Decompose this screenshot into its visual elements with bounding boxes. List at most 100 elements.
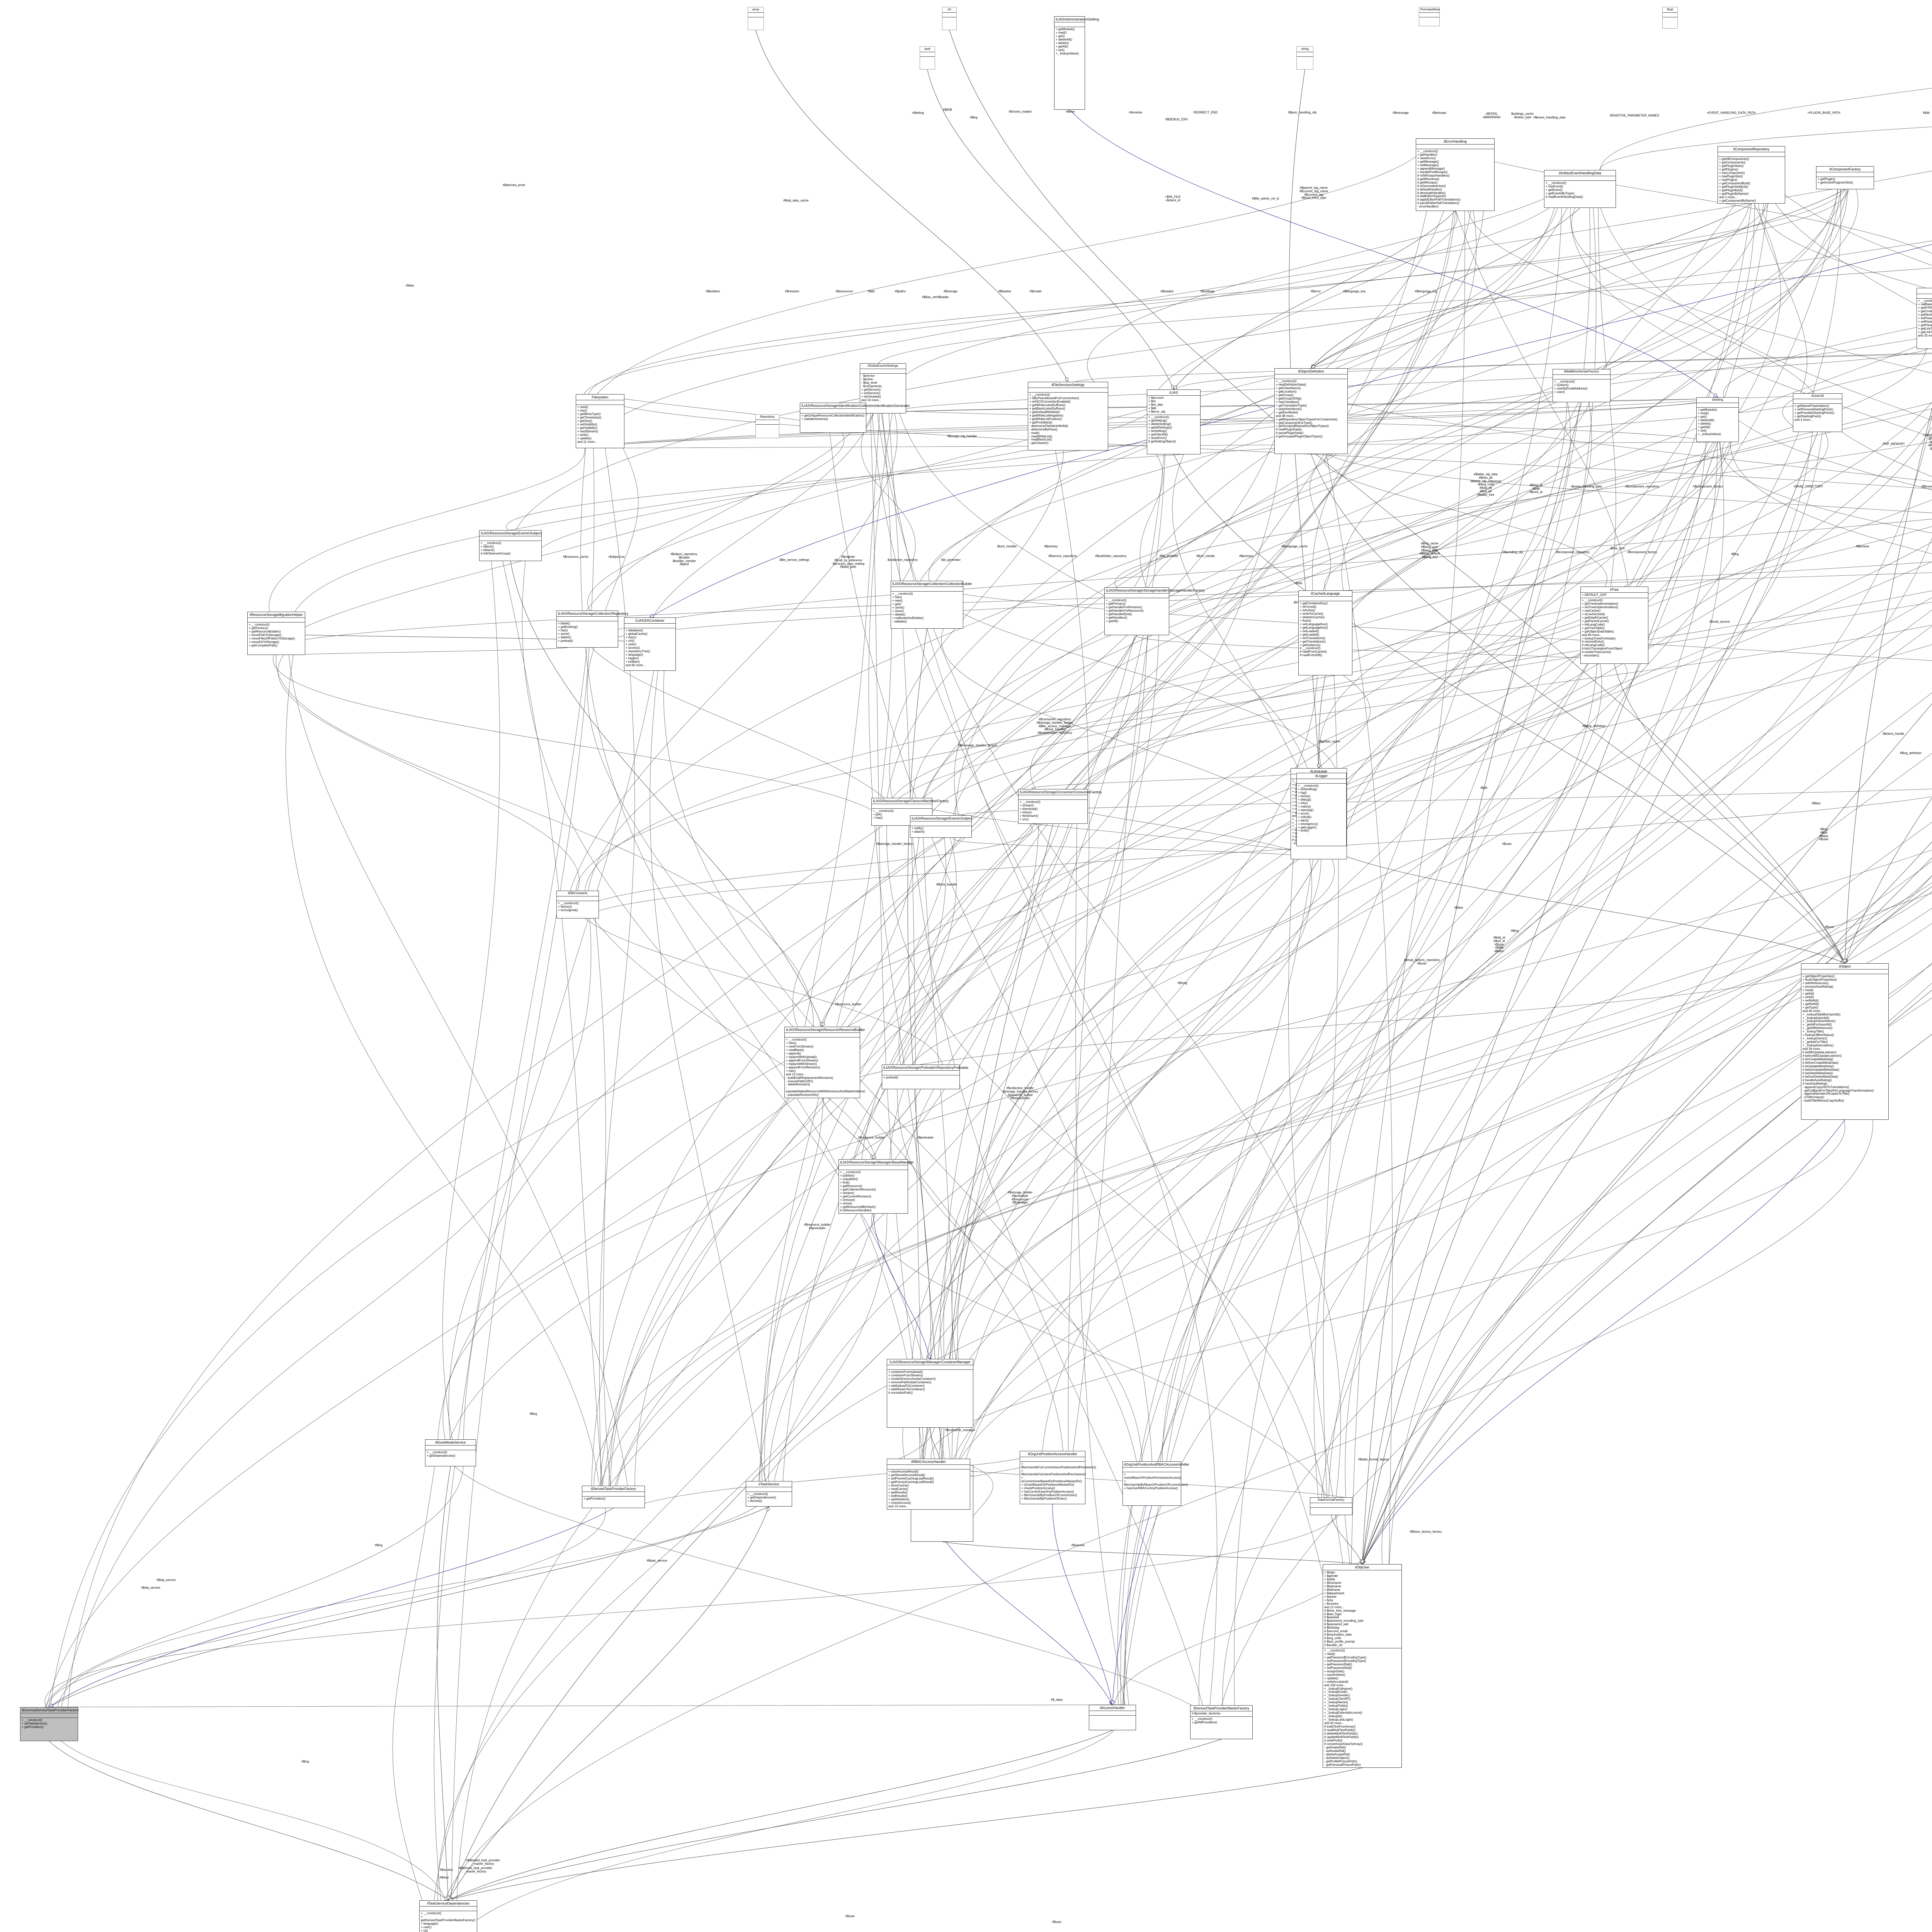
uml-edge: [902, 537, 1932, 1459]
uml-edge: [861, 413, 916, 581]
class-node[interactable]: array: [748, 7, 764, 30]
class-node[interactable]: ilComponentRepository+ getAllComponents(…: [1718, 146, 1785, 204]
class-node[interactable]: ilUserUtil+ getNamePresentation() + setP…: [1793, 393, 1842, 432]
class-node-attributes: [891, 587, 963, 592]
class-node[interactable]: string: [1296, 46, 1313, 70]
class-node-operations: + __construct() + system() + userByEmail…: [1554, 379, 1588, 394]
class-node[interactable]: PurchaseNow: [1419, 7, 1440, 26]
class-node[interactable]: DateFormatFactory: [1310, 1497, 1352, 1515]
edge-label: #$language_key: [1343, 289, 1366, 293]
uml-edge: [448, 859, 1319, 1901]
class-node[interactable]: ilMailMimeSenderFactory+ __construct() +…: [1553, 369, 1611, 402]
class-node[interactable]: ilErrorHandling+ __construct() + getHand…: [1416, 138, 1495, 211]
edge-label: #$lock_handler: [936, 883, 957, 886]
class-node[interactable]: ILIAS\DI\Container+ database() + globalC…: [624, 617, 676, 671]
class-node[interactable]: Filesystem+ read() + has() + getMimeType…: [576, 394, 624, 448]
uml-edge: [940, 146, 1755, 1359]
edge-label: #$resources: [835, 289, 853, 293]
class-node[interactable]: ilDerivedTaskProviderMasterFactory# $pro…: [1190, 1705, 1253, 1739]
uml-edge: [1362, 1119, 1845, 1564]
class-node[interactable]: float: [1662, 7, 1678, 29]
class-node[interactable]: ilComponentFactory+ getPlugin() + getAct…: [1816, 166, 1874, 189]
class-node[interactable]: ILIAS+ $account + $ini + $ini_ilias + $d…: [1147, 389, 1201, 454]
class-node[interactable]: ilOrgUnitPositionAccessHandler+ filterUs…: [1020, 1451, 1096, 1504]
class-node[interactable]: ILIAS\ResourceStorage\Consumer\ConsumerF…: [1018, 789, 1102, 824]
class-node-title: ilResourceStorageMigrationHelper: [248, 612, 305, 618]
uml-edge: [1160, 663, 1597, 1462]
uml-edge: [1162, 626, 1932, 1462]
uml-edge: [912, 369, 1595, 826]
class-node-operations: [1419, 17, 1439, 19]
edge-label: #$charts_loaded: [1009, 110, 1032, 114]
class-node-attributes: [756, 420, 779, 425]
class-node[interactable]: ILIAS\ResourceStorage\Events\Subject+ no…: [910, 815, 972, 838]
class-node-attributes: [420, 1906, 477, 1912]
class-node-title: Repository: [756, 415, 779, 420]
uml-edge: [1321, 846, 1845, 963]
class-node-title: ILIAS\ResourceStorage\Collection\Reposit…: [557, 611, 628, 617]
edge-label: #$json_handling_obj: [1288, 111, 1316, 114]
edge-label: #$lng_cache #$lang_user #$lang_path #$la…: [1419, 542, 1440, 559]
class-node-attributes: [1697, 403, 1738, 408]
class-node[interactable]: ilGlobalCacheSettings- $service - $activ…: [860, 363, 906, 413]
uml-edge: [287, 611, 631, 1509]
edge-label: #$component_factory: [1693, 485, 1723, 488]
class-node-title: ilObjectDefinition: [1275, 369, 1347, 375]
class-node[interactable]: bool: [920, 46, 935, 70]
class-node[interactable]: ILIAS\ResourceStorage\Preloader\Reposito…: [882, 1065, 969, 1089]
uml-edge: [1319, 432, 1828, 773]
class-node-attributes: + $login + $gender + $utitle + $firstnam…: [1323, 1570, 1401, 1649]
class-node[interactable]: ilSetting+ getModule() + read() + get() …: [1696, 397, 1739, 442]
class-node[interactable]: ilArtifactEventHandlingData+ __construct…: [1544, 170, 1616, 208]
class-node[interactable]: ILIAS\ResourceStorage\Resource\ResourceB…: [784, 1027, 865, 1099]
class-node[interactable]: ilDerivedTaskProviderFactory+ getProvide…: [582, 1486, 645, 1508]
class-node[interactable]: ILIAS\ResourceStorage\Manager\ContainerM…: [887, 1359, 973, 1428]
class-node[interactable]: ilOrgUnitPositionAndRBACAccessHandler+ c…: [1122, 1461, 1189, 1506]
class-node[interactable]: ILIAS\ResourceStorage\Collection\Collect…: [891, 581, 972, 629]
edge-label: #$lng: [375, 1543, 383, 1547]
uml-edge: [920, 369, 1567, 1542]
class-node[interactable]: ilObject+ getObjectProperties() + flushO…: [1801, 963, 1889, 1120]
class-node[interactable]: Repository: [755, 414, 779, 438]
class-node[interactable]: ILIAS\ResourceStorage\Identification\Col…: [800, 403, 910, 433]
uml-edge: [764, 138, 1456, 1507]
class-node[interactable]: ilTree+ DEFAULT_GAP+ __construct() + get…: [1580, 587, 1648, 664]
class-node-attributes: [1297, 52, 1313, 57]
edge-label: #$preloader: [917, 1136, 934, 1139]
class-node-title: ilArtifactEventHandlingData: [1544, 170, 1616, 177]
uml-edge: [952, 837, 1316, 860]
uml-edge: [1600, 207, 1932, 420]
uml-edge: [850, 823, 1069, 1214]
class-node[interactable]: ilAccessHandler: [1089, 1705, 1136, 1730]
class-node[interactable]: ilResourceStorageMigrationHelper+ __cons…: [247, 612, 305, 655]
class-node[interactable]: ilKioskModeService+ __construct() + getD…: [425, 1439, 476, 1466]
class-node[interactable]: ilDBConstants+ __construct() + factory()…: [556, 891, 599, 918]
class-node[interactable]: ilFileServicesSettings+ __construct() + …: [1028, 382, 1108, 451]
edge-label: #$table_obj_data #$tree_pk #$table_obj_r…: [1470, 473, 1501, 497]
class-node[interactable]: ILIAS\Administration\Setting+ getModule(…: [1054, 16, 1099, 110]
class-node[interactable]: ilObjUser+ $login + $gender + $utitle + …: [1323, 1564, 1402, 1768]
class-node[interactable]: ilLogger+ __construct() + isHandling() +…: [1296, 773, 1347, 846]
class-node[interactable]: ILIAS\ResourceStorage\Collection\Reposit…: [556, 611, 628, 648]
edge-label: #$tree_id -$gap #$root_id: [1529, 483, 1543, 494]
edge-label: #$user: [1502, 842, 1512, 846]
class-node[interactable]: int: [942, 7, 957, 30]
uml-edge: [957, 427, 1932, 1359]
class-node[interactable]: ilObjectDefinition+ __construct() + read…: [1274, 368, 1348, 454]
class-node[interactable]: ilCachedLanguage+ getContainerKey() + is…: [1298, 590, 1352, 675]
uml-edge: [58, 1481, 783, 1708]
class-node[interactable]: ILIAS\ResourceStorage\StorageHandler\Sto…: [1104, 587, 1205, 635]
class-node[interactable]: ilTaskService+ __construct() + getDepend…: [746, 1481, 792, 1507]
class-node-title: ILIAS\ResourceStorage\StorageHandler\Sto…: [1105, 588, 1205, 594]
class-node[interactable]: ilTaskServiceDependencies+ __construct()…: [419, 1900, 477, 1932]
class-node[interactable]: ilRBACAccessHandler+ storeAccessResult()…: [887, 1459, 970, 1510]
uml-edge: [1571, 207, 1932, 374]
edge-label: #$obj_id #$ref_id #$type #$title #$desc: [1493, 936, 1505, 953]
class-node[interactable]: ILIAS\ResourceStorage\Manager\BaseManage…: [838, 1159, 914, 1214]
class-node-attributes: [1718, 152, 1785, 157]
uml-edge: [1319, 675, 1326, 769]
uml-edge: [1362, 703, 1932, 1565]
class-node[interactable]: ILIAS\ResourceStorage\Events\Subject+ __…: [479, 530, 542, 561]
class-node[interactable]: ilDummyDerivedTaskProviderFactory+ __con…: [20, 1707, 79, 1741]
class-node[interactable]: ilCtrl+ __construct() + callBaseClass() …: [1917, 288, 1932, 349]
